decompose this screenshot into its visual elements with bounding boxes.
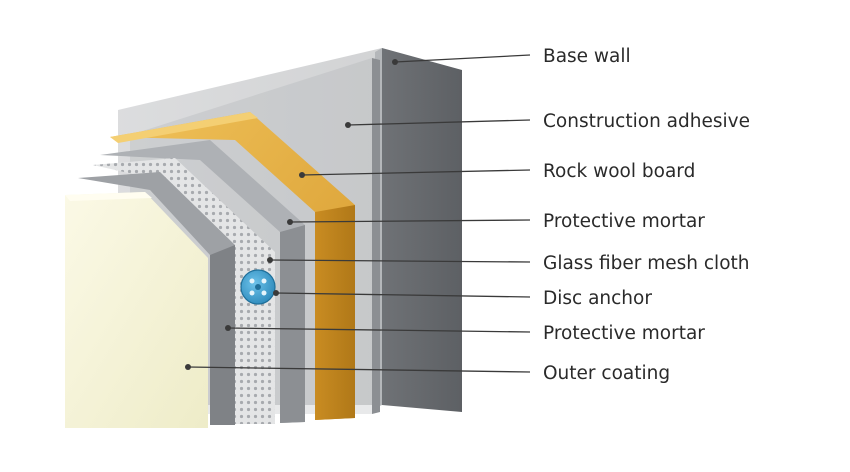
leader-line-protective-mortar-2: [227, 327, 531, 333]
label-protective-mortar-1: Protective mortar: [543, 211, 705, 232]
label-protective-mortar-2: Protective mortar: [543, 323, 705, 344]
label-construction-adhesive: Construction adhesive: [543, 111, 750, 132]
leader-line-rock-wool: [301, 169, 531, 176]
protective-mortar-inner-layer: [100, 140, 305, 423]
label-disc-anchor: Disc anchor: [543, 288, 652, 309]
leader-line-protective-mortar-1: [289, 219, 531, 223]
disc-anchor: [240, 269, 276, 305]
label-outer-coating: Outer coating: [543, 363, 670, 384]
leader-line-glass-fiber-mesh: [269, 259, 531, 263]
label-rock-wool-board: Rock wool board: [543, 161, 695, 182]
leader-line-disc-anchor: [275, 292, 531, 298]
callout-leaders: [185, 54, 531, 373]
leader-line-outer-coating: [187, 366, 531, 373]
callout-labels: Base wall Construction adhesive Rock woo…: [543, 46, 750, 384]
outer-coating-layer: [65, 192, 208, 428]
leader-line-base-wall: [394, 54, 531, 63]
rock-wool-layer: [110, 112, 355, 420]
leader-line-construction-adhesive: [347, 119, 531, 126]
label-base-wall: Base wall: [543, 46, 631, 67]
protective-mortar-outer-layer: [78, 172, 235, 425]
label-glass-fiber-mesh-cloth: Glass fiber mesh cloth: [543, 253, 750, 274]
